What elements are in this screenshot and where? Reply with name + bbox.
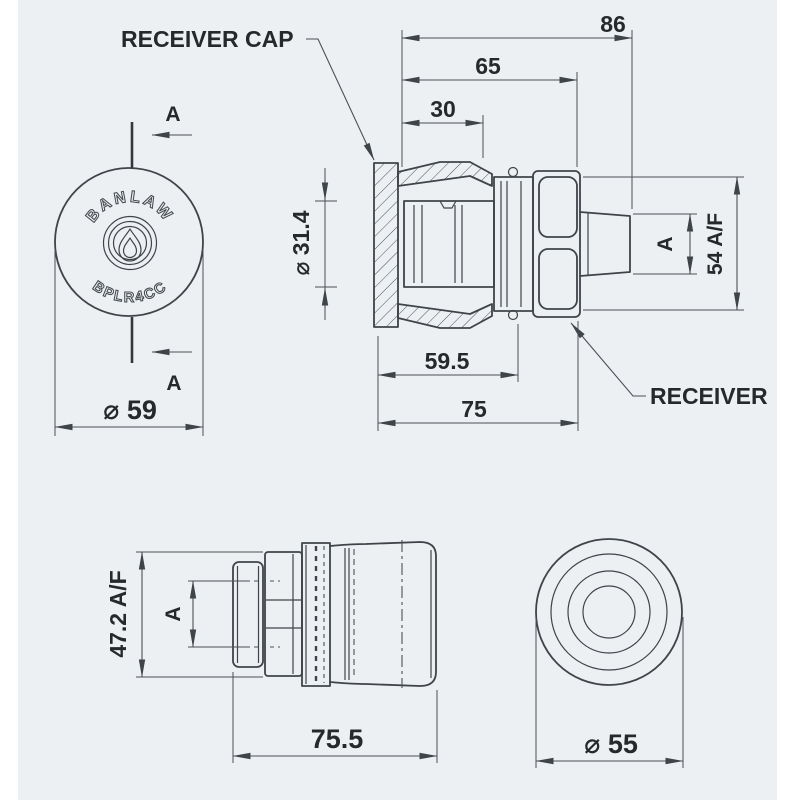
receiver-cap-callout: RECEIVER CAP [121,26,375,161]
dim-65-label: 65 [475,53,501,79]
receiver-front-view: ⌀ 55 [535,538,684,768]
dim-59-5-label: 59.5 [425,348,470,374]
receiver-label: RECEIVER [650,383,768,409]
dim-59-5: 59.5 [377,324,519,431]
dim-a-stub: A [633,213,697,275]
dim-30-label: 30 [430,96,456,122]
receiver-side-view: 47.2 A/F A 75.5 [105,540,438,763]
dia-55-label: ⌀ 55 [584,729,638,759]
dim-dia-55: ⌀ 55 [535,617,684,768]
receiver-cap-section-geometry [373,161,493,329]
dim-a-thread: A [162,580,250,648]
receiver-cap-label: RECEIVER CAP [121,26,294,52]
dim-47-2-af-label: 47.2 A/F [105,570,131,657]
side-section-view: RECEIVER CAP RECEIVER 86 65 30 [121,11,768,431]
dim-54-af: 54 A/F [583,176,744,311]
section-label-top: A [165,103,180,126]
cap-outer-circle [54,167,204,317]
dim-75: 75 [377,321,579,431]
dim-a-stub-label: A [654,236,677,251]
dim-65: 65 [401,53,578,167]
section-label-bottom: A [166,372,181,395]
dim-75-5-label: 75.5 [311,724,364,754]
dim-75-5: 75.5 [232,672,438,763]
dia-31-4-label: ⌀ 31.4 [288,210,314,275]
banlaw-drop-logo-icon [102,215,158,271]
dim-54-af-label: 54 A/F [704,213,727,275]
dia-59-label: ⌀ 59 [103,395,157,425]
dim-dia-59: ⌀ 59 [54,249,204,436]
receiver-front-circles [535,538,683,686]
dim-dia-31-4: ⌀ 31.4 [288,168,337,320]
dim-75-label: 75 [461,396,487,422]
dim-a-thread-label: A [162,606,185,621]
receiver-body-geometry [532,170,631,318]
receiver-side-geometry [232,540,437,688]
receiver-callout: RECEIVER [570,322,768,409]
dim-47-2-af: 47.2 A/F [105,551,263,678]
section-line-a-a: A A [130,103,192,395]
dim-30: 30 [401,96,484,158]
dim-86-label: 86 [600,11,626,37]
dim-86: 86 [401,11,633,209]
